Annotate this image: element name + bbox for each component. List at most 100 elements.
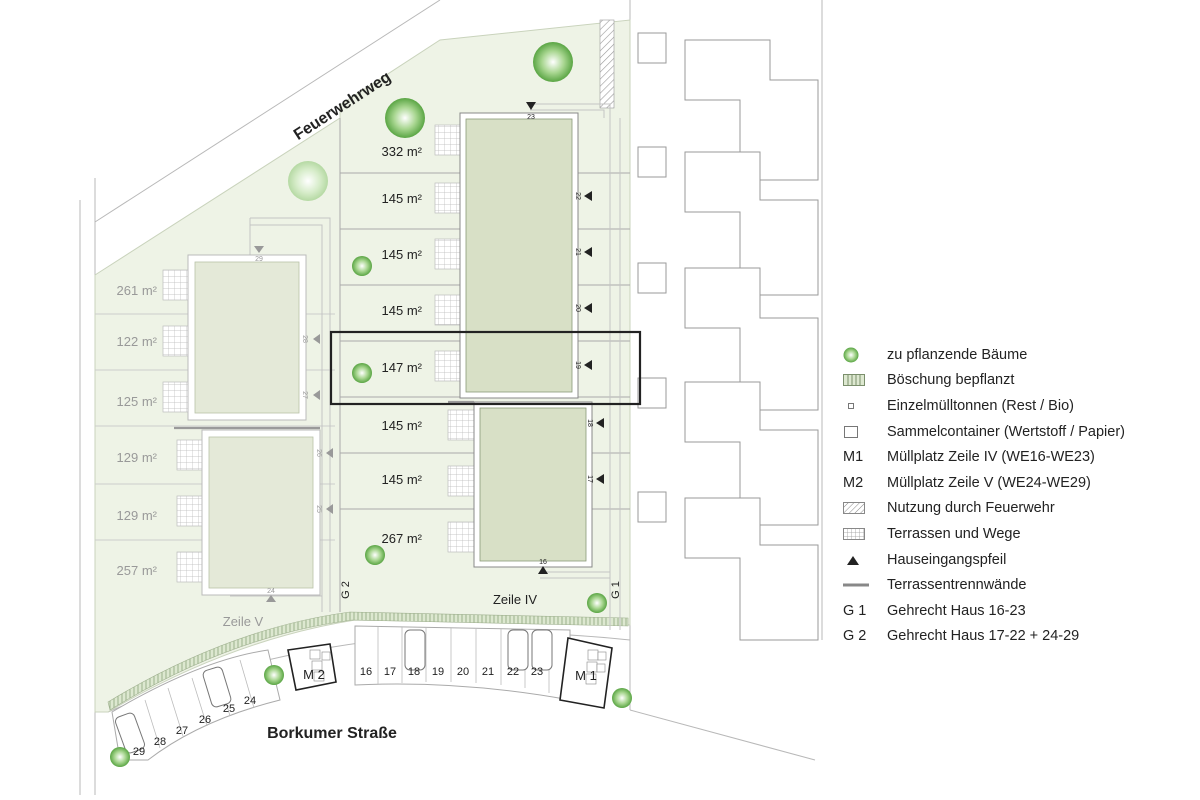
easement-label-g1: G 1	[610, 581, 622, 599]
legend-symbol-text: M1	[843, 449, 864, 466]
parking-number: 19	[432, 666, 444, 678]
arrow-icon	[313, 390, 320, 400]
legend-symbol-text: M2	[843, 474, 864, 491]
embankment-icon	[843, 374, 887, 387]
legend-label: zu pflanzende Bäume	[887, 346, 1028, 363]
plot-area-label: 145 m²	[382, 472, 423, 487]
plot-area-label: 147 m²	[382, 360, 423, 375]
legend-row: Nutzung durch Feuerwehr	[843, 496, 1188, 522]
legend-symbol-text: G 1	[843, 602, 867, 619]
parking-number: 20	[457, 666, 469, 678]
small-bin-icon	[843, 400, 887, 412]
house-number: 21	[574, 248, 581, 256]
house-number: 24	[267, 588, 275, 595]
parking-number: 26	[199, 714, 211, 726]
row-label-zeile-v: Zeile V	[223, 614, 264, 629]
walkways	[230, 103, 621, 630]
house-number: 25	[315, 505, 322, 513]
fire-access-strip	[599, 19, 615, 109]
tree-icon	[612, 688, 632, 708]
house-numbers-zeile-v: 29 28 27 26 25 24	[255, 256, 322, 595]
legend-row: Terrassen und Wege	[843, 521, 1188, 547]
waste-label-m2: M 2	[303, 667, 325, 682]
legend-label: Terrassen und Wege	[887, 525, 1021, 542]
legend-row: Böschung bepflanzt	[843, 368, 1188, 394]
tree-icon	[352, 256, 372, 276]
arrow-icon	[254, 246, 264, 253]
house-number: 18	[586, 419, 593, 427]
plot-area-label: 125 m²	[117, 394, 158, 409]
arrow-icon	[326, 504, 333, 514]
arrow-icon	[584, 247, 592, 257]
house-number: 23	[527, 114, 535, 121]
house-number: 28	[301, 335, 308, 343]
house-number: 29	[255, 256, 263, 263]
waste-label-m1: M 1	[575, 668, 597, 683]
house-number: 17	[586, 475, 593, 483]
legend-label: Einzelmülltonnen (Rest / Bio)	[887, 397, 1074, 414]
parking-number: 23	[531, 666, 543, 678]
hatch-icon	[843, 502, 887, 515]
house-number: 19	[574, 361, 581, 369]
terraces-zeile-iv	[434, 124, 475, 553]
neighbour-buildings	[637, 32, 819, 641]
arrow-icon	[596, 418, 604, 428]
arrow-icon	[584, 303, 592, 313]
building-zeile-iv-lower	[473, 401, 593, 568]
parking-number: 25	[223, 703, 235, 715]
parking-number: 28	[154, 736, 166, 748]
legend-label: Sammelcontainer (Wertstoff / Papier)	[887, 423, 1125, 440]
legend-row: Sammelcontainer (Wertstoff / Papier)	[843, 419, 1188, 445]
house-number: 27	[301, 391, 308, 399]
wall-icon	[843, 580, 887, 590]
legend-label: Hauseingangspfeil	[887, 551, 1007, 568]
parking-number: 17	[384, 666, 396, 678]
plot-area-label: 145 m²	[382, 191, 423, 206]
legend-label: Nutzung durch Feuerwehr	[887, 500, 1055, 517]
legend-row: zu pflanzende Bäume	[843, 342, 1188, 368]
arrow-icon	[526, 102, 536, 110]
plot-area-label: 145 m²	[382, 418, 423, 433]
row-label-zeile-iv: Zeile IV	[493, 592, 537, 607]
legend-row: M2 Müllplatz Zeile V (WE24-WE29)	[843, 470, 1188, 496]
parking-number: 16	[360, 666, 372, 678]
house-numbers-zeile-iv: 23 22 21 20 19 18 17 16	[527, 114, 593, 566]
building-zeile-v-lower	[201, 429, 321, 596]
plot-area-label: 261 m²	[117, 283, 158, 298]
tree-icon	[352, 363, 372, 383]
arrow-icon	[266, 595, 276, 602]
plot-area-label: 145 m²	[382, 247, 423, 262]
tree-icon	[587, 593, 607, 613]
tree-icon	[365, 545, 385, 565]
legend-row: Einzelmülltonnen (Rest / Bio)	[843, 393, 1188, 419]
parking-numbers-left: 24 25 26 27 28 29	[133, 695, 256, 758]
arrow-icon	[843, 554, 887, 566]
arrow-icon	[538, 566, 548, 574]
tree-icon	[843, 347, 887, 363]
grid-icon	[843, 527, 887, 540]
parking-number: 27	[176, 725, 188, 737]
tree-icon	[288, 161, 328, 201]
car-icon	[115, 629, 553, 754]
tree-icon	[385, 98, 425, 138]
legend-label: Böschung bepflanzt	[887, 372, 1015, 389]
highlight-frame	[329, 330, 642, 406]
legend-label: Müllplatz Zeile V (WE24-WE29)	[887, 474, 1091, 491]
terraces-zeile-v	[162, 269, 206, 583]
plot-area-label: 129 m²	[117, 508, 158, 523]
trees	[110, 42, 632, 767]
legend-label: Gehrecht Haus 16-23	[887, 602, 1026, 619]
plot-labels-zeile-v: 261 m² 122 m² 125 m² 129 m² 129 m² 257 m…	[117, 283, 158, 578]
arrow-icon	[584, 191, 592, 201]
house-number: 16	[539, 559, 547, 566]
terrace-walls	[174, 400, 474, 430]
entrance-arrows-zeile-v	[254, 246, 333, 602]
arrow-icon	[326, 448, 333, 458]
house-number: 22	[574, 192, 581, 200]
tree-icon	[264, 665, 284, 685]
plot-area-label: 267 m²	[382, 531, 423, 546]
